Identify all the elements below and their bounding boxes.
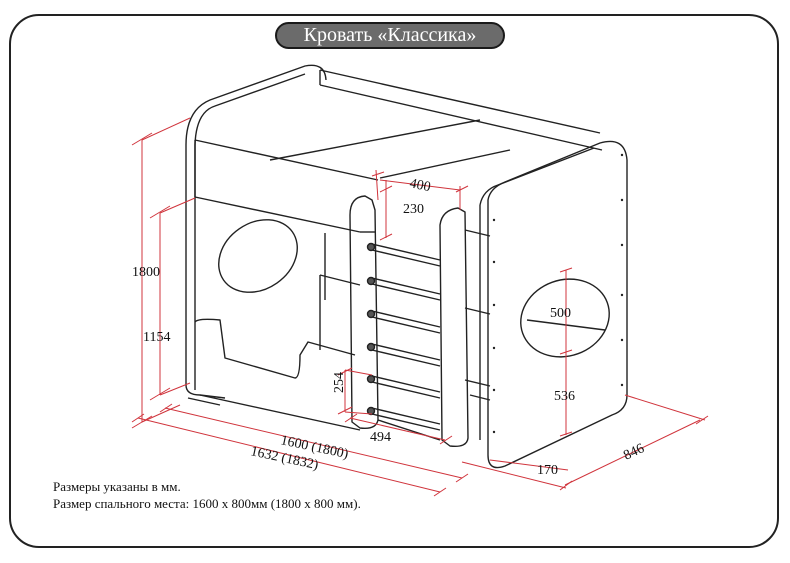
- page-title: Кровать «Классика»: [275, 22, 505, 49]
- right-panel: [487, 140, 628, 469]
- left-panel-top: [185, 64, 327, 146]
- dim-170: 170: [537, 463, 558, 478]
- dim-500: 500: [550, 306, 571, 321]
- drawing-frame: [9, 14, 779, 548]
- dim-846: 846: [621, 441, 646, 463]
- dim-230: 230: [403, 202, 424, 217]
- dim-536: 536: [554, 389, 575, 404]
- bed-outline: [185, 64, 628, 469]
- note-units: Размеры указаны в мм.: [53, 479, 181, 494]
- dim-494: 494: [370, 430, 391, 445]
- dim-1154: 1154: [143, 330, 170, 345]
- left-porthole: [218, 219, 298, 293]
- dim-254: 254: [332, 372, 347, 393]
- notes-block: Размеры указаны в мм. Размер спального м…: [53, 478, 361, 512]
- ladder-rail-left: [349, 195, 379, 430]
- dim-1800: 1800: [132, 265, 160, 280]
- dimension-lines: [131, 117, 709, 497]
- ladder-rail-right: [439, 207, 469, 448]
- back-rail: [319, 69, 601, 134]
- ladder-rungs: [371, 243, 441, 431]
- left-panel-cutout: [194, 318, 356, 379]
- right-porthole: [520, 278, 610, 358]
- note-sleeping-size: Размер спального места: 1600 х 800мм (18…: [53, 496, 361, 511]
- dim-400: 400: [408, 176, 432, 195]
